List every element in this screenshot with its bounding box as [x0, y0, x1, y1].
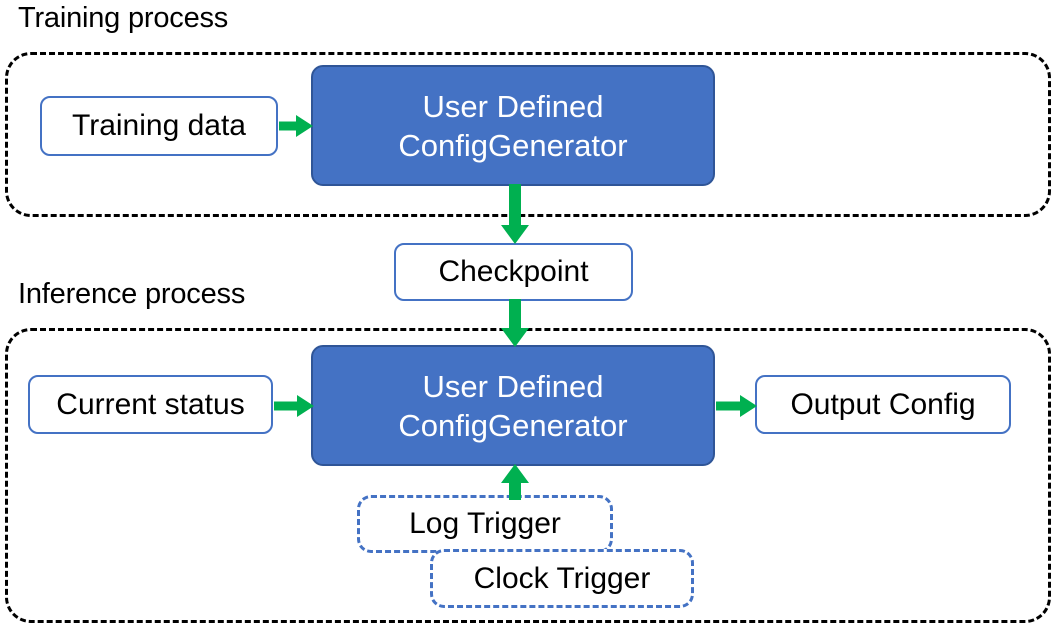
arrow-head-icon	[296, 115, 313, 137]
inference-process-label: Inference process	[18, 278, 246, 310]
arrow-shaft	[274, 401, 298, 411]
node-generator-training-line2: ConfigGenerator	[398, 127, 628, 163]
arrow-triggers-to-generator	[501, 464, 529, 500]
arrow-current-status-to-generator	[274, 392, 314, 420]
node-current-status-label: Current status	[56, 387, 245, 421]
arrow-shaft	[716, 401, 741, 411]
arrow-head-icon	[501, 225, 529, 244]
arrow-shaft	[279, 121, 299, 131]
node-user-defined-configgenerator-training[interactable]: User Defined ConfigGenerator	[311, 65, 715, 186]
arrow-generator-to-output-config	[716, 392, 757, 420]
arrow-head-icon	[501, 464, 529, 483]
arrow-head-icon	[297, 395, 314, 417]
arrow-shaft	[509, 481, 521, 500]
training-process-container	[5, 52, 1051, 217]
arrow-generator-to-checkpoint	[501, 184, 529, 244]
node-generator-inference-line1: User Defined	[422, 368, 604, 404]
node-user-defined-configgenerator-inference[interactable]: User Defined ConfigGenerator	[311, 345, 715, 466]
node-training-data[interactable]: Training data	[40, 96, 278, 156]
arrow-head-icon	[740, 395, 757, 417]
arrow-shaft	[509, 184, 521, 227]
node-generator-inference-line2: ConfigGenerator	[398, 407, 628, 443]
node-generator-training-line1: User Defined	[422, 88, 604, 124]
node-output-config[interactable]: Output Config	[755, 375, 1011, 434]
node-clock-trigger[interactable]: Clock Trigger	[430, 549, 694, 608]
arrow-checkpoint-to-generator	[501, 299, 529, 347]
training-process-label: Training process	[18, 2, 229, 34]
node-checkpoint[interactable]: Checkpoint	[394, 243, 633, 301]
arrow-shaft	[509, 299, 521, 330]
node-checkpoint-label: Checkpoint	[438, 255, 589, 288]
node-log-trigger[interactable]: Log Trigger	[357, 495, 613, 553]
node-current-status[interactable]: Current status	[28, 375, 273, 434]
arrow-head-icon	[501, 328, 529, 347]
node-clock-trigger-label: Clock Trigger	[473, 561, 651, 595]
arrow-training-data-to-generator	[279, 112, 313, 140]
node-training-data-label: Training data	[72, 109, 246, 142]
node-log-trigger-label: Log Trigger	[409, 507, 561, 540]
node-output-config-label: Output Config	[790, 387, 976, 421]
